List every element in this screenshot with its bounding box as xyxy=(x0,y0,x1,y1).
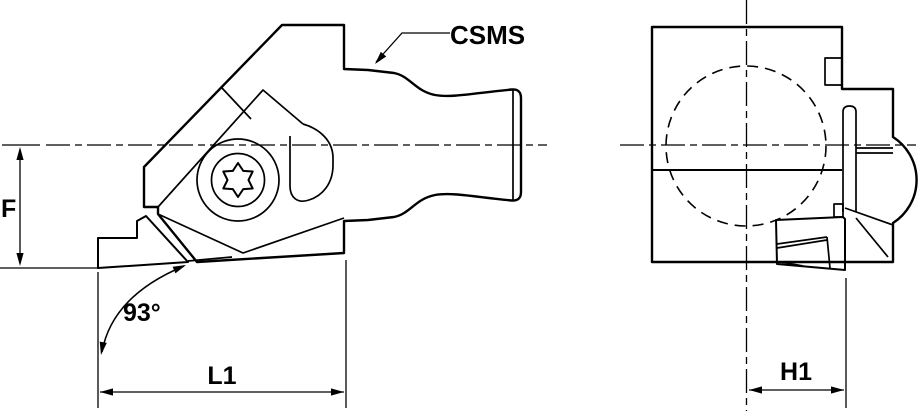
tool-body-front xyxy=(142,23,523,264)
dimension-l1: L1 xyxy=(97,260,347,408)
clamp-step-side xyxy=(833,203,844,218)
clamp-outline xyxy=(157,89,304,208)
callout-leader-line xyxy=(375,32,450,63)
l1-arrow-right xyxy=(331,388,344,396)
front-view xyxy=(2,23,547,269)
torx-screw-icon xyxy=(222,162,254,198)
h1-arrow-right xyxy=(831,386,844,394)
tool-body-side xyxy=(650,25,918,264)
edge-slot xyxy=(824,57,842,86)
screw-boss-circle xyxy=(196,138,280,222)
f-arrow-down xyxy=(16,253,24,266)
f-arrow-up xyxy=(16,147,24,160)
f-label: F xyxy=(1,195,16,223)
angle-arc xyxy=(101,265,185,353)
dimension-h1: H1 xyxy=(749,278,847,408)
dimension-f: F xyxy=(0,147,98,269)
callout-csms: CSMS xyxy=(375,20,525,64)
cutting-insert-front xyxy=(97,215,189,269)
clamp-slant-lines xyxy=(844,207,894,258)
insert-seat-line xyxy=(157,213,345,254)
l1-label: L1 xyxy=(207,362,236,390)
callout-label: CSMS xyxy=(450,20,525,50)
l1-arrow-left xyxy=(100,388,113,396)
screw-slot-lines xyxy=(856,147,893,154)
clamp-chamfer-line xyxy=(221,87,252,120)
angle-dimension-93: 93° xyxy=(99,265,186,355)
screw-head-circle xyxy=(210,152,266,208)
clamp-bar-side xyxy=(842,105,857,212)
insert-tip-facet xyxy=(187,256,233,262)
angle-arrow-upper xyxy=(172,265,186,274)
h1-label: H1 xyxy=(780,358,812,386)
cutting-insert-side xyxy=(775,216,846,271)
angle-label: 93° xyxy=(123,299,161,327)
h1-arrow-left xyxy=(749,386,762,394)
hidden-bore-circle xyxy=(665,65,827,227)
side-view xyxy=(620,0,918,411)
insert-side-facets xyxy=(776,236,831,269)
clamp-finger-hook xyxy=(289,123,334,202)
angle-arrow-lower xyxy=(99,341,107,355)
callout-arrowhead xyxy=(375,51,387,64)
